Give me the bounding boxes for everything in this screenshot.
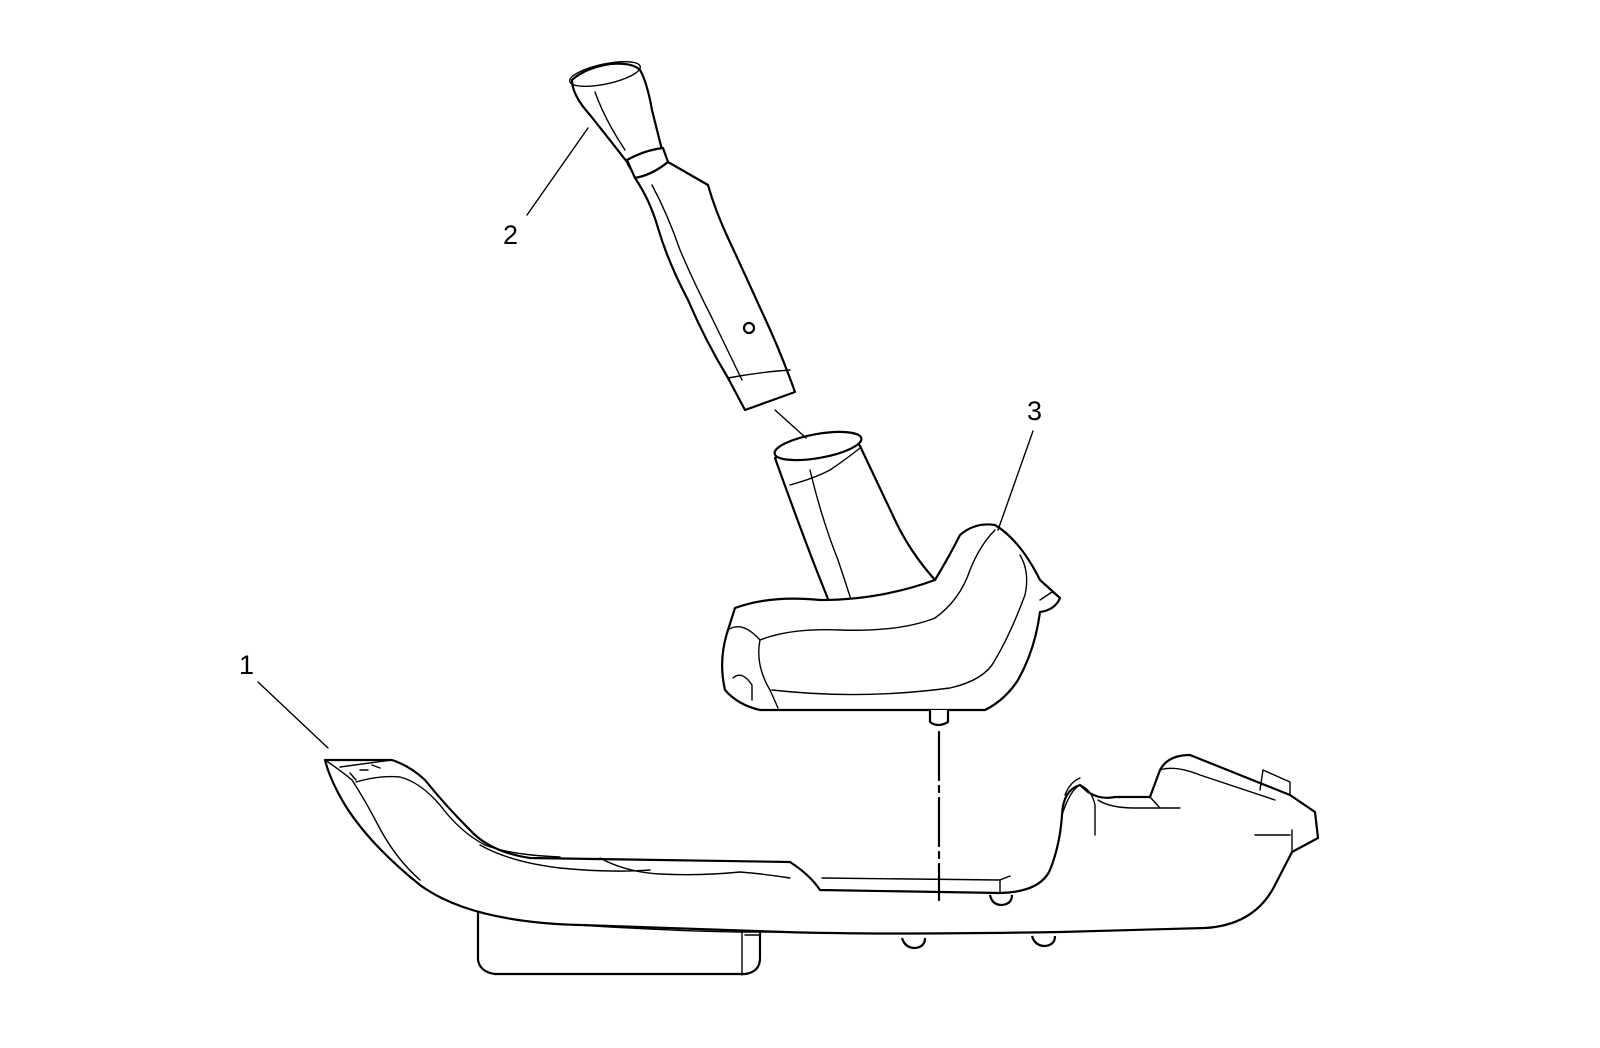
leader-line-1 xyxy=(257,681,329,749)
callout-3: 3 xyxy=(1027,396,1043,426)
callout-2: 2 xyxy=(503,220,519,250)
callout-1: 1 xyxy=(239,650,255,680)
leader-line-2 xyxy=(526,127,589,216)
shift-boot-part xyxy=(721,430,1062,902)
shift-lever-part xyxy=(569,60,807,439)
console-part xyxy=(323,753,1320,976)
leader-line-3 xyxy=(997,430,1034,531)
